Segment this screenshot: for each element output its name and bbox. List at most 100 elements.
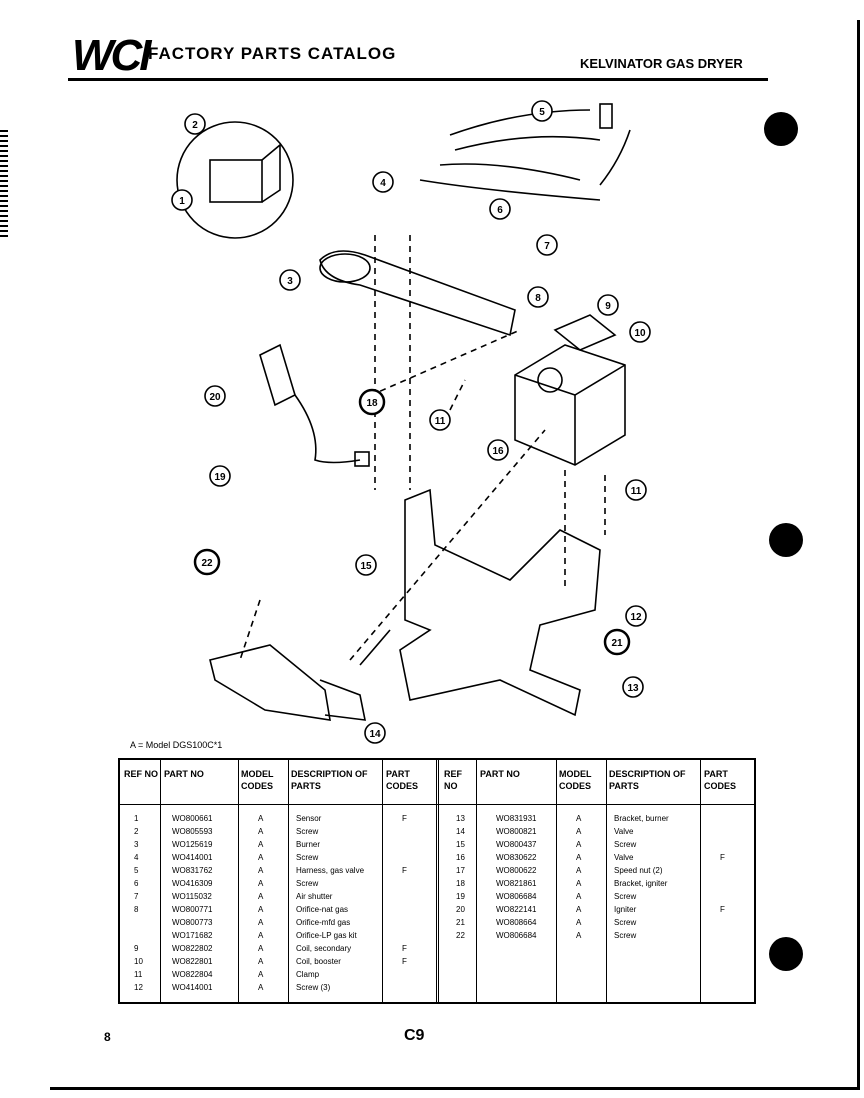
description-cell: Igniter [614, 905, 637, 914]
description-cell: Orifice-LP gas kit [296, 931, 357, 940]
svg-text:2: 2 [192, 120, 198, 131]
model-code-cell: A [258, 840, 264, 849]
description-cell: Orifice-nat gas [296, 905, 349, 914]
callout-16: 16 [487, 439, 509, 461]
punch-hole-bottom [769, 937, 803, 971]
wci-logo: WCI [72, 31, 152, 80]
part-no-cell: WO171682 [172, 931, 213, 940]
callout-5: 5 [531, 100, 553, 122]
svg-text:9: 9 [605, 301, 611, 312]
description-cell: Speed nut (2) [614, 866, 663, 875]
product-title: KELVINATOR GAS DRYER [580, 56, 743, 71]
svg-text:4: 4 [380, 178, 386, 189]
description-cell: Screw [614, 892, 637, 901]
page-footer-left: 8 [104, 1030, 111, 1044]
svg-text:22: 22 [201, 558, 213, 569]
page-number: C9 [404, 1027, 425, 1044]
description-cell: Harness, gas valve [296, 866, 365, 875]
model-code-cell: A [576, 866, 582, 875]
ref-no-cell: 16 [456, 853, 465, 862]
callout-3: 3 [279, 269, 301, 291]
col-model-codes-2: MODEL CODES [559, 769, 592, 791]
callout-9: 9 [597, 294, 619, 316]
part-no-cell: WO800773 [172, 918, 213, 927]
part-no-cell: WO822801 [172, 957, 213, 966]
svg-text:13: 13 [627, 683, 639, 694]
part-no-cell: WO808664 [496, 918, 537, 927]
ref-no-cell: 13 [456, 814, 465, 823]
callout-7: 7 [536, 234, 558, 256]
callout-18: 18 [358, 388, 386, 416]
svg-text:7: 7 [544, 241, 550, 252]
ref-no-cell: 15 [456, 840, 465, 849]
model-code-cell: A [258, 866, 264, 875]
part-code-cell: F [402, 814, 407, 823]
part-no-cell: WO822802 [172, 944, 213, 953]
model-code-cell: A [576, 918, 582, 927]
part-no-cell: WO805593 [172, 827, 213, 836]
col-part-codes-2: PART CODES [704, 769, 737, 791]
svg-text:11: 11 [631, 486, 642, 497]
model-code-cell: A [576, 814, 582, 823]
model-code-cell: A [258, 918, 264, 927]
svg-text:21: 21 [611, 638, 623, 649]
ref-no-cell: 20 [456, 905, 465, 914]
exploded-parts-diagram: 1 2 3 4 5 6 7 8 9 10 11 11 12 13 14 15 1… [171, 100, 651, 744]
callout-14: 14 [364, 722, 386, 744]
col-ref-no: REF NO [124, 769, 159, 779]
description-cell: Sensor [296, 814, 322, 823]
model-code-cell: A [258, 983, 264, 992]
model-code-cell: A [258, 905, 264, 914]
part-no-cell: WO416309 [172, 879, 213, 888]
part-code-cell: F [720, 853, 725, 862]
parts-table: REF NO PART NO MODEL CODES DESCRIPTION O… [118, 758, 756, 1004]
part-no-cell: WO830622 [496, 853, 537, 862]
part-code-cell: F [402, 944, 407, 953]
model-code-cell: A [258, 957, 264, 966]
callout-20: 20 [204, 385, 226, 407]
ref-no-cell: 4 [134, 853, 139, 862]
scan-edge-artifact [0, 130, 8, 240]
col-description-2: DESCRIPTION OF PARTS [609, 769, 686, 791]
description-cell: Screw [614, 931, 637, 940]
part-no-cell: WO822141 [496, 905, 537, 914]
model-code-cell: A [258, 827, 264, 836]
ref-no-cell: 2 [134, 827, 139, 836]
ref-no-cell: 19 [456, 892, 465, 901]
part-no-cell: WO800821 [496, 827, 537, 836]
part-no-cell: WO414001 [172, 983, 213, 992]
part-no-cell: WO822804 [172, 970, 213, 979]
description-cell: Valve [614, 827, 634, 836]
ref-no-cell: 10 [134, 957, 143, 966]
svg-text:10: 10 [634, 328, 646, 339]
ref-no-cell: 6 [134, 879, 139, 888]
part-no-cell: WO125619 [172, 840, 213, 849]
svg-text:8: 8 [535, 293, 541, 304]
callout-12: 12 [625, 605, 647, 627]
part-no-cell: WO800771 [172, 905, 213, 914]
svg-text:3: 3 [287, 276, 293, 287]
part-no-cell: WO800622 [496, 866, 537, 875]
model-code-cell: A [258, 892, 264, 901]
model-code-cell: A [258, 970, 264, 979]
svg-text:18: 18 [366, 398, 378, 409]
ref-no-cell: 3 [134, 840, 139, 849]
description-cell: Screw [614, 840, 637, 849]
description-cell: Coil, booster [296, 957, 341, 966]
description-cell: Screw [296, 879, 319, 888]
description-cell: Screw [296, 827, 319, 836]
ref-no-cell: 11 [134, 970, 143, 979]
col-model-codes: MODEL CODES [241, 769, 274, 791]
description-cell: Orifice-mfd gas [296, 918, 351, 927]
part-code-cell: F [402, 957, 407, 966]
part-no-cell: WO821861 [496, 879, 537, 888]
punch-hole-top [764, 112, 798, 146]
ref-no-cell: 21 [456, 918, 465, 927]
col-part-no-2: PART NO [480, 769, 520, 779]
description-cell: Air shutter [296, 892, 333, 901]
svg-text:12: 12 [630, 612, 642, 623]
description-cell: Bracket, burner [614, 814, 669, 823]
part-no-cell: WO806684 [496, 931, 537, 940]
part-no-cell: WO831931 [496, 814, 537, 823]
model-code-cell: A [576, 853, 582, 862]
